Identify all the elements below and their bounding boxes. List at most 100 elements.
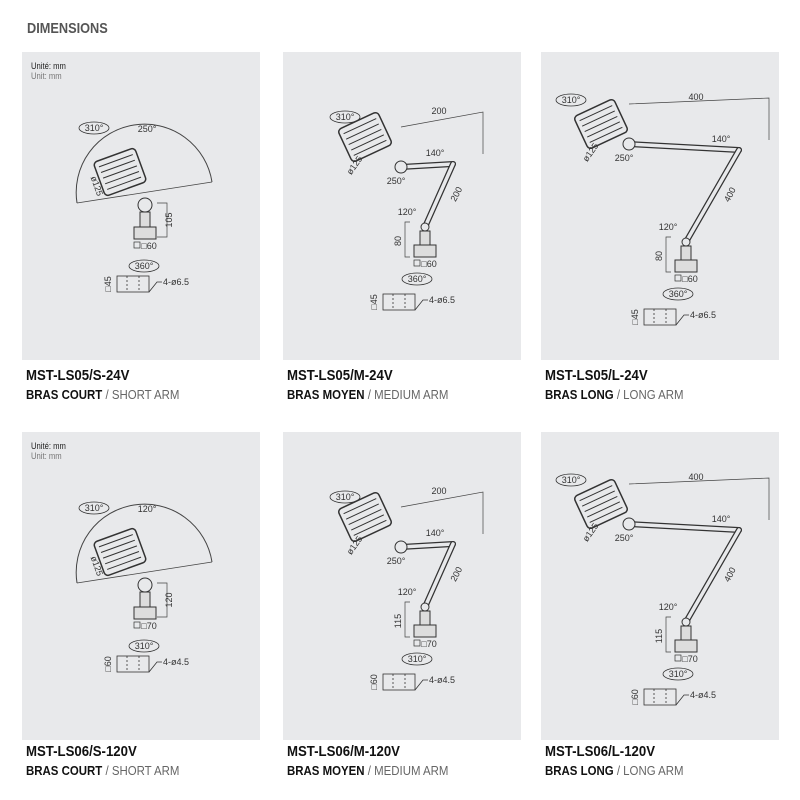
base-size-label: □60: [421, 259, 436, 269]
arm-type-en: / SHORT ARM: [105, 763, 180, 778]
base-rotation-label: 360°: [669, 289, 688, 299]
base-square-icon: [674, 274, 682, 282]
holes-label: 4-ø6.5: [690, 310, 716, 320]
arm-type-fr: BRAS MOYEN: [287, 387, 365, 402]
product-caption: MST-LS06/L-120V BRAS LONG / LONG ARM: [545, 743, 684, 778]
lamp-head: [574, 478, 628, 530]
upper-arm: [627, 142, 741, 152]
base-size-label: □70: [682, 654, 697, 664]
product-caption: MST-LS06/S-120V BRAS COURT / SHORT ARM: [26, 743, 179, 778]
height-label: 105: [164, 212, 174, 227]
plate-size-label: □60: [630, 689, 640, 704]
lower-angle-label: 120°: [398, 207, 417, 217]
model-name: MST-LS05/S-24V: [26, 367, 130, 384]
arm-type-en: / LONG ARM: [616, 763, 684, 778]
mounting-plate: [643, 688, 689, 706]
model-name: MST-LS05/L-24V: [545, 367, 648, 384]
base-size-label: □60: [682, 274, 697, 284]
unit-en: Unit: mm: [31, 71, 62, 81]
base-square-icon: [413, 259, 421, 267]
holes-label: 4-ø4.5: [690, 690, 716, 700]
head-joint: [394, 540, 408, 554]
lower-angle-label: 120°: [659, 602, 678, 612]
base-size-label: □60: [141, 241, 156, 251]
head-rotation-label: 310°: [562, 475, 581, 485]
mounting-plate: [116, 275, 162, 293]
arm2-length-label: 400: [722, 186, 738, 204]
mounting-plate: [382, 673, 428, 691]
base-rotation-label: 310°: [135, 641, 154, 651]
lamp-head: [93, 147, 147, 197]
model-name: MST-LS06/S-120V: [26, 743, 137, 760]
upper-arm: [399, 542, 455, 549]
arm-type-fr: BRAS COURT: [26, 387, 103, 402]
base-rotation-label-badge: [128, 639, 160, 653]
arm-type-en: / LONG ARM: [616, 387, 684, 402]
head-rotation-label-badge: [78, 121, 110, 135]
head-rotation-label-badge: [555, 93, 587, 107]
product-caption: MST-LS05/M-24V BRAS MOYEN / MEDIUM ARM: [287, 367, 448, 402]
head-rotation-label: 310°: [85, 123, 104, 133]
height-label: 80: [654, 251, 664, 261]
arm2-length-label: 400: [722, 566, 738, 584]
arm2-length-label: 200: [448, 565, 464, 583]
base-square-icon: [133, 621, 141, 629]
section-title: DIMENSIONS: [27, 20, 108, 37]
elbow-angle-label: 140°: [712, 134, 731, 144]
lamp-base: [133, 211, 157, 240]
joint: [137, 577, 153, 593]
elbow-angle-label: 140°: [712, 514, 731, 524]
base-rotation-label-badge: [662, 667, 694, 681]
plate-size-label: □45: [369, 294, 379, 309]
head-joint: [394, 160, 408, 174]
height-label: 115: [654, 629, 664, 643]
head-rotation-label: 310°: [336, 112, 355, 122]
arm-type-en: / MEDIUM ARM: [367, 387, 449, 402]
lamp-base: [413, 610, 437, 638]
upper-arm: [399, 162, 455, 169]
arm1-length-label: 200: [431, 486, 446, 496]
lower-arm: [684, 148, 741, 244]
upper-arm: [627, 522, 741, 532]
plate-size-label: □45: [630, 309, 640, 324]
arm-type-fr: BRAS MOYEN: [287, 763, 365, 778]
unit-en: Unit: mm: [31, 451, 62, 461]
base-rotation-label: 310°: [669, 669, 688, 679]
head-angle-label: 250°: [387, 556, 406, 566]
head-rotation-label: 310°: [85, 503, 104, 513]
head-rotation-label-badge: [78, 501, 110, 515]
base-rotation-label-badge: [401, 652, 433, 666]
arm-type-fr: BRAS COURT: [26, 763, 103, 778]
sweep-angle-label: 250°: [138, 124, 157, 134]
head-rotation-label-badge: [555, 473, 587, 487]
holes-label: 4-ø6.5: [163, 277, 189, 287]
base-square-icon: [413, 639, 421, 647]
sweep-arc: [75, 123, 213, 204]
arm2-length-label: 200: [448, 185, 464, 203]
head-angle-label: 250°: [387, 176, 406, 186]
sweep-angle-label: 120°: [138, 504, 157, 514]
joint: [137, 197, 153, 213]
height-label: 120: [164, 592, 174, 607]
mounting-plate: [643, 308, 689, 326]
lower-arm: [423, 542, 455, 609]
base-size-label: □70: [141, 621, 156, 631]
lamp-head: [338, 491, 392, 543]
holes-label: 4-ø6.5: [429, 295, 455, 305]
head-rotation-label-badge: [329, 490, 361, 504]
arm1-length-label: 200: [431, 106, 446, 116]
arm-type-en: / MEDIUM ARM: [367, 763, 449, 778]
lamp-base: [674, 245, 698, 273]
unit-fr: Unité: mm: [31, 441, 66, 451]
head-angle-label: 250°: [615, 153, 634, 163]
arm-type-en: / SHORT ARM: [105, 387, 180, 402]
arm1-length-label: 400: [688, 472, 703, 482]
